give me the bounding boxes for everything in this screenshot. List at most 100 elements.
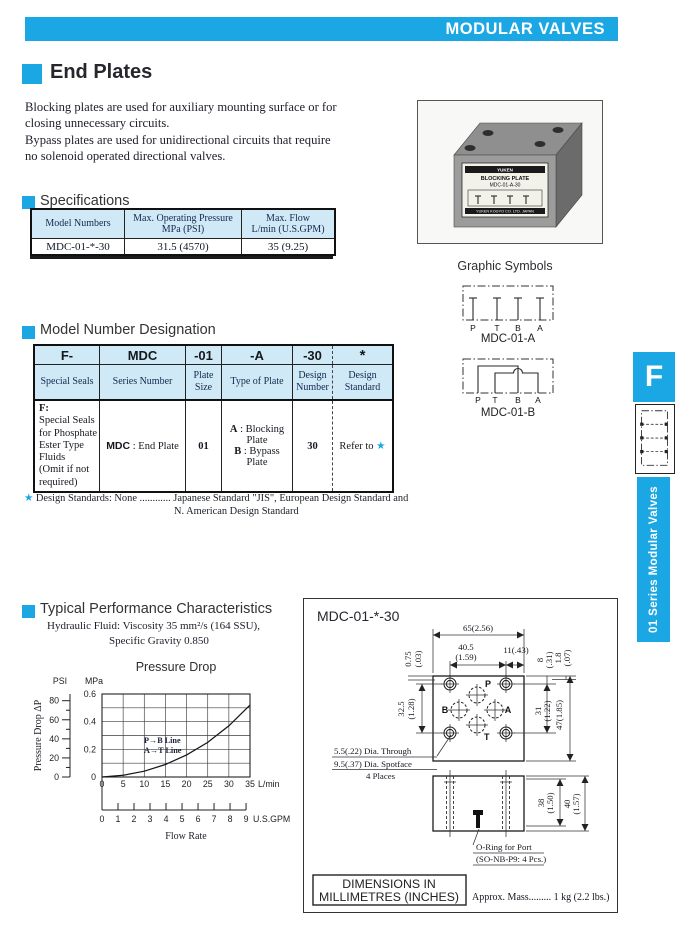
design-standard-cell: Refer to ★ xyxy=(332,399,394,493)
port-label: A xyxy=(505,705,512,715)
svg-text:0.2: 0.2 xyxy=(84,744,96,754)
dim-bolt-vd: 31 xyxy=(533,707,543,716)
svg-text:7: 7 xyxy=(212,814,217,824)
dim-bolt-v-in: (1.28) xyxy=(406,698,416,719)
label-cell: Design Standard xyxy=(332,364,394,401)
dimension-drawing: MDC-01-*-30 P B A xyxy=(312,608,610,906)
svg-text:80: 80 xyxy=(49,696,59,706)
port-label: B xyxy=(515,395,521,405)
bolt-hole-icon xyxy=(482,130,494,136)
svg-text:Flow Rate: Flow Rate xyxy=(165,831,207,842)
tab-symbol-box xyxy=(635,404,675,474)
port-circles xyxy=(448,684,506,736)
table-row: F- MDC -01 -A -30 * xyxy=(33,344,394,365)
code-cell: F- xyxy=(33,344,100,365)
svg-text:0: 0 xyxy=(54,772,59,782)
design-number-cell: 30 xyxy=(292,399,333,493)
drawing-model-label: MDC-01-*-30 xyxy=(317,608,400,624)
intro-line: no solenoid operated directional valves. xyxy=(25,149,226,164)
code-cell: MDC xyxy=(99,344,186,365)
svg-text:0.4: 0.4 xyxy=(84,717,96,727)
svg-text:2: 2 xyxy=(132,814,137,824)
svg-text:Pressure Drop: Pressure Drop xyxy=(136,660,217,674)
port-label: P xyxy=(475,395,481,405)
graphic-symbols-title: Graphic Symbols xyxy=(457,259,553,273)
section-tab-f[interactable]: F xyxy=(633,352,675,402)
performance-title: Typical Performance Characteristics xyxy=(40,601,273,617)
svg-text:0: 0 xyxy=(91,772,96,782)
bolt-hole-icon xyxy=(552,127,564,133)
port-label: A xyxy=(535,395,541,405)
designation-title: Model Number Designation xyxy=(40,322,216,338)
dim-d-inner: 38 xyxy=(536,798,546,807)
seals-cell: F: Special Seals for Phosphate Ester Typ… xyxy=(33,399,100,493)
side-strip-label: 01 Series Modular Valves xyxy=(647,485,660,634)
section-bullet-icon xyxy=(22,605,35,618)
svg-text:6: 6 xyxy=(196,814,201,824)
svg-text:1: 1 xyxy=(116,814,121,824)
svg-text:0: 0 xyxy=(100,814,105,824)
bolt-hole-icon xyxy=(464,145,476,151)
code-cell: * xyxy=(332,344,394,365)
dim-port-off: 1.8 xyxy=(553,652,563,664)
pressure-drop-chart: 00.20.40.602040608005101520253035L/min01… xyxy=(33,660,290,842)
hole-callout-line2: 9.5(.37) Dia. Spotface xyxy=(334,759,412,769)
dim-bolt-vd-in: (1.22) xyxy=(542,700,552,721)
svg-text:PSI: PSI xyxy=(53,676,67,686)
dim-port-off-in: (.07) xyxy=(562,650,572,667)
section-bullet-icon xyxy=(22,196,35,209)
symbol-mdc-01-a: P T B A MDC-01-A xyxy=(462,285,554,344)
svg-text:0.6: 0.6 xyxy=(84,689,96,699)
oring-callout-line2: (SO-NB-P9: 4 Pcs.) xyxy=(476,854,546,864)
code-cell: -01 xyxy=(185,344,222,365)
dim-top: 8 xyxy=(535,657,545,662)
port-label: T xyxy=(484,732,490,742)
intro-line: Blocking plates are used for auxiliary m… xyxy=(25,100,337,114)
dim-edge: 11(.43) xyxy=(503,645,528,655)
spec-header-model: Model Numbers xyxy=(30,208,125,239)
label-cell: Plate Size xyxy=(185,364,222,401)
svg-text:25: 25 xyxy=(203,779,213,789)
page-title: End Plates xyxy=(50,61,153,83)
product-photo: YUKEN BLOCKING PLATE MDC-01-A-30 YUKEN K… xyxy=(453,122,583,228)
spec-model-value: MDC-01-*-30 xyxy=(30,238,125,256)
dim-width: 65(2.56) xyxy=(463,623,493,633)
dim-off: 0.75 xyxy=(403,651,413,667)
dimensions-note-box xyxy=(312,874,467,906)
dimensions-note-line1: DIMENSIONS IN xyxy=(342,877,436,891)
svg-text:8: 8 xyxy=(228,814,233,824)
port-label: P xyxy=(470,323,476,333)
svg-text:U.S.GPM: U.S.GPM xyxy=(253,814,290,824)
svg-text:3: 3 xyxy=(148,814,153,824)
dim-d-outer: 40 xyxy=(562,799,572,808)
dimension-drawing-panel: MDC-01-*-30 P B A xyxy=(303,598,618,913)
svg-text:20: 20 xyxy=(49,753,59,763)
svg-text:60: 60 xyxy=(49,715,59,725)
hole-callout-line3: 4 Places xyxy=(366,771,396,781)
symbol-mdc-01-b: P T B A MDC-01-B xyxy=(462,358,554,419)
intro-paragraph: Blocking plates are used for auxiliary m… xyxy=(25,99,395,165)
fluid-note-line1: Hydraulic Fluid: Viscosity 35 mm²/s (164… xyxy=(47,620,260,632)
dim-bolt-h-in: (1.59) xyxy=(455,652,476,662)
o-ring-icon xyxy=(473,810,483,828)
dimensions-note-line2: MILLIMETRES (INCHES) xyxy=(319,890,459,904)
page-header-banner: MODULAR VALVES xyxy=(25,17,618,41)
fluid-note-line2: Specific Gravity 0.850 xyxy=(109,635,209,647)
spec-flow-value: 35 (9.25) xyxy=(241,238,336,256)
plate-brand: YUKEN xyxy=(497,168,513,173)
svg-text:A→T Line: A→T Line xyxy=(144,746,182,755)
bolt-hole-icon xyxy=(534,141,546,147)
dim-d-outer-in: (1.57) xyxy=(571,793,581,814)
label-cell: Special Seals xyxy=(33,364,100,401)
section-bullet-icon xyxy=(22,64,42,84)
dim-off-in: (.03) xyxy=(413,651,423,668)
divider xyxy=(30,256,333,259)
svg-text:5: 5 xyxy=(180,814,185,824)
plate-type-cell: A : Blocking Plate B : Bypass Plate xyxy=(221,399,293,493)
table-row: Special Seals Series Number Plate Size T… xyxy=(33,364,394,401)
port-label: A xyxy=(537,323,543,333)
hole-callout-line1: 5.5(.22) Dia. Through xyxy=(334,746,412,756)
specifications-title: Specifications xyxy=(40,193,130,209)
section-bullet-icon xyxy=(22,326,35,339)
dim-top-in: (.31) xyxy=(544,652,554,669)
